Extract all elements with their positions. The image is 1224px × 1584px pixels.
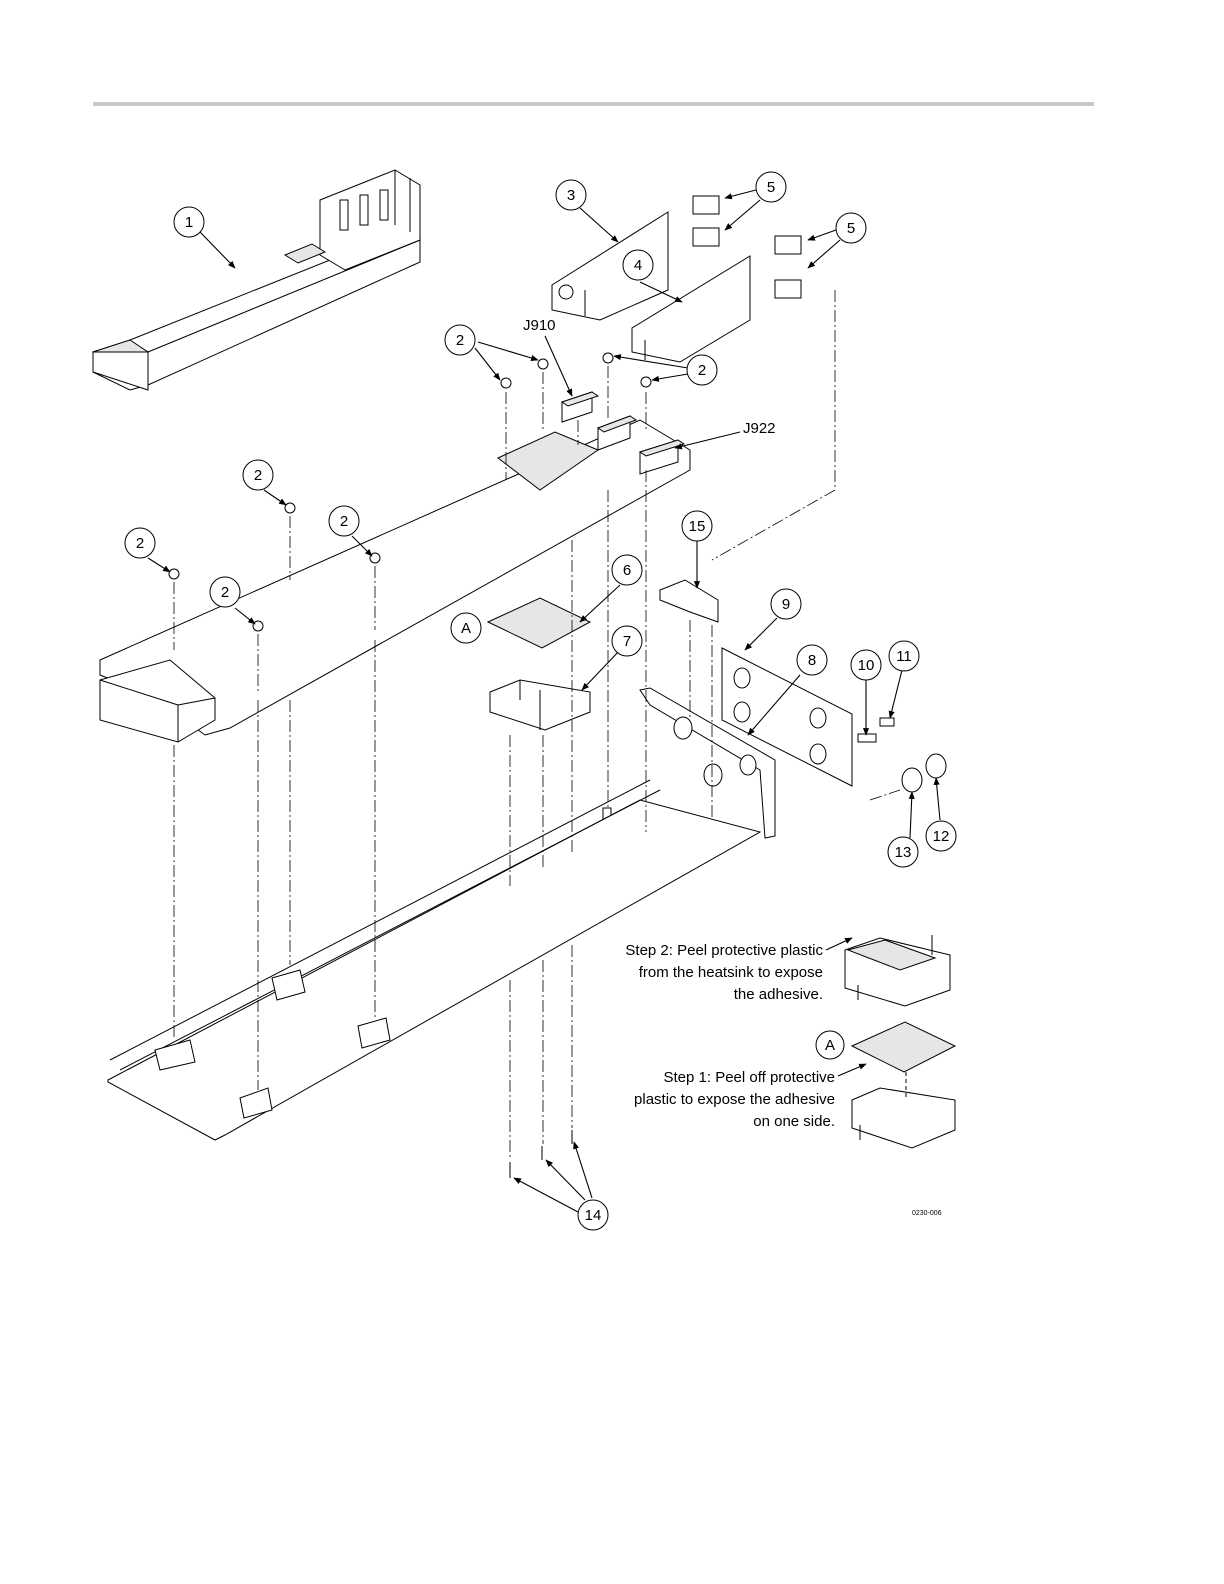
svg-text:2: 2: [456, 332, 464, 349]
detail-step2-illustration: [845, 935, 950, 1006]
callout-11: 11: [889, 641, 919, 671]
step2-line1: Step 2: Peel protective plastic: [625, 942, 823, 959]
step1-note: Step 1: Peel off protective plastic to e…: [634, 1069, 835, 1130]
callout-2-b: 2: [687, 355, 717, 385]
callout-15: 15: [682, 511, 712, 541]
callout-10: 10: [851, 650, 881, 680]
step2-line3: the adhesive.: [734, 986, 823, 1003]
callout-5-lower: 5: [836, 213, 866, 243]
svg-text:15: 15: [689, 518, 706, 535]
svg-text:5: 5: [767, 179, 775, 196]
assembled-module: [93, 170, 420, 390]
bottom-screws: [510, 1130, 572, 1178]
svg-text:3: 3: [567, 187, 575, 204]
callout-1: 1: [174, 207, 204, 237]
svg-text:A: A: [825, 1037, 835, 1054]
svg-text:2: 2: [254, 467, 262, 484]
circuit-board: [100, 420, 690, 742]
callout-12: 12: [926, 821, 956, 851]
svg-text:11: 11: [896, 648, 912, 665]
callout-2-a: 2: [445, 325, 475, 355]
svg-text:12: 12: [933, 828, 950, 845]
connector-j910: [562, 392, 598, 422]
callout-5-upper: 5: [756, 172, 786, 202]
callout-9: 9: [771, 589, 801, 619]
svg-text:5: 5: [847, 220, 855, 237]
svg-text:6: 6: [623, 562, 631, 579]
step1-line3: on one side.: [753, 1113, 835, 1130]
svg-text:9: 9: [782, 596, 790, 613]
label-j910: J910: [523, 317, 556, 334]
callout-13: 13: [888, 837, 918, 867]
svg-text:2: 2: [340, 513, 348, 530]
callout-8: 8: [797, 645, 827, 675]
svg-text:7: 7: [623, 633, 631, 650]
svg-text:4: 4: [634, 257, 642, 274]
figure-id: 0230-006: [912, 1210, 942, 1217]
svg-text:2: 2: [221, 584, 229, 601]
step2-note: Step 2: Peel protective plastic from the…: [625, 942, 823, 1003]
hardware-parts: [858, 718, 946, 792]
callout-2-c: 2: [243, 460, 273, 490]
callout-a-main: A: [451, 613, 481, 643]
svg-text:A: A: [461, 620, 471, 637]
heatsink-pad: [488, 598, 590, 648]
label-j922: J922: [743, 420, 776, 437]
callout-4: 4: [623, 250, 653, 280]
svg-text:14: 14: [585, 1207, 602, 1224]
step1-line1: Step 1: Peel off protective: [664, 1069, 836, 1086]
svg-text:10: 10: [858, 657, 875, 674]
ferrite-bead: [660, 580, 718, 622]
step2-line2: from the heatsink to expose: [639, 964, 823, 981]
callout-3: 3: [556, 180, 586, 210]
svg-text:1: 1: [185, 214, 193, 231]
callout-2-f: 2: [210, 577, 240, 607]
callout-2-d: 2: [329, 506, 359, 536]
callout-2-e: 2: [125, 528, 155, 558]
callout-6: 6: [612, 555, 642, 585]
svg-text:13: 13: [895, 844, 912, 861]
callout-a-detail: A: [816, 1031, 844, 1059]
svg-text:2: 2: [698, 362, 706, 379]
svg-text:8: 8: [808, 652, 816, 669]
svg-text:2: 2: [136, 535, 144, 552]
heatsink: [490, 680, 590, 730]
step1-line2: plastic to expose the adhesive: [634, 1091, 835, 1108]
detail-step1-illustration: [852, 1022, 955, 1148]
callout-7: 7: [612, 626, 642, 656]
callout-14: 14: [578, 1200, 608, 1230]
